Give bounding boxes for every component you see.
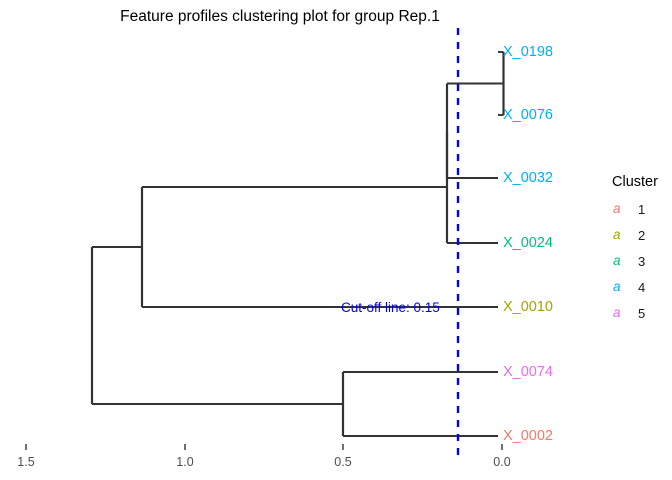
legend-label-3: 3 (638, 254, 646, 269)
legend-key-4: a (613, 279, 621, 294)
dendrogram-branches (90, 51, 505, 437)
leaf-label-x0032: X_0032 (503, 170, 553, 186)
cutoff-line-label: Cut-off line: 0.15 (341, 300, 440, 315)
leaf-label-x0024: X_0024 (503, 235, 553, 251)
legend-key-2: a (613, 227, 621, 242)
axis-ticks (25, 444, 503, 450)
legend-label-1: 1 (638, 202, 646, 217)
legend-key-3: a (613, 253, 621, 268)
page-title: Feature profiles clustering plot for gro… (120, 8, 440, 25)
leaf-label-x0076: X_0076 (503, 107, 553, 123)
axis-tick-label-1-0: 1.0 (176, 455, 194, 469)
legend-key-1: a (613, 201, 621, 216)
axis-tick-label-0-0: 0.0 (493, 455, 511, 469)
legend-label-2: 2 (638, 228, 646, 243)
axis-tick-label-1-5: 1.5 (17, 455, 35, 469)
leaf-label-x0074: X_0074 (503, 364, 553, 380)
legend-label-4: 4 (638, 280, 646, 295)
axis-tick-label-0-5: 0.5 (334, 455, 352, 469)
legend-key-5: a (613, 305, 621, 320)
leaf-label-x0010: X_0010 (503, 299, 553, 315)
legend-label-5: 5 (638, 306, 646, 321)
leaf-label-x0002: X_0002 (503, 428, 553, 444)
leaf-label-x0198: X_0198 (503, 44, 553, 60)
legend-title: Cluster (612, 174, 658, 190)
